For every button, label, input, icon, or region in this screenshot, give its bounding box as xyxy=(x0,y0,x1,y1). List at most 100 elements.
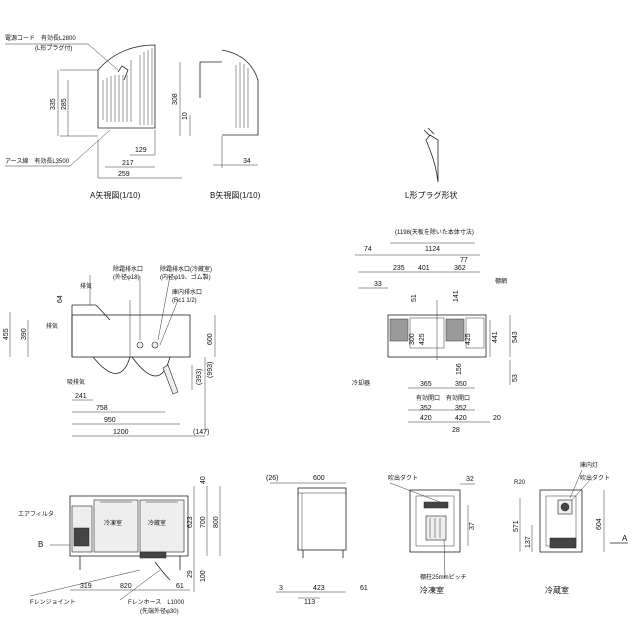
drain-hose xyxy=(162,364,179,395)
drain3-label: 庫内排水口 xyxy=(172,288,202,296)
top-body xyxy=(71,314,191,358)
plan-view: (1198(天板を除いた本体寸法) 棚網 冷却器 有効開口 有効開口 74 11… xyxy=(352,228,519,434)
dim-147: (147) xyxy=(193,429,209,436)
fridge-compartment xyxy=(465,317,485,349)
hose xyxy=(154,561,171,581)
dim-100: 100 xyxy=(200,570,207,582)
dim-34: 34 xyxy=(243,158,251,165)
dim-543: 543 xyxy=(512,331,519,343)
dim-423: 423 xyxy=(313,585,325,592)
dim-362: 362 xyxy=(454,265,466,272)
freezer-section: 吹出ダクト 32 37 棚柱25mmピッチ 冷凍室 xyxy=(388,474,476,595)
dim-113: 113 xyxy=(304,599,315,606)
b-arrow-label: B xyxy=(38,540,43,549)
drain-port-1 xyxy=(136,341,144,349)
freezer-rack xyxy=(425,515,447,541)
dim-r20: R20 xyxy=(514,480,526,486)
view-a: 電源コード 有効長L2800 (L形プラグ付) アース線 有効長L3500 33… xyxy=(5,34,191,200)
hose-note: (先端外径φ30) xyxy=(140,607,179,615)
drain1-sub: (外径φ18) xyxy=(113,273,140,281)
dim-604: 604 xyxy=(596,518,603,530)
dim-1124: 1124 xyxy=(425,246,440,253)
cooler-unit xyxy=(389,318,409,342)
dim-61: 61 xyxy=(176,583,184,590)
dim-64: 64 xyxy=(57,295,64,303)
dim-600: 600 xyxy=(207,333,214,345)
drain-fitting xyxy=(139,551,167,559)
dim-420a: 420 xyxy=(420,415,432,422)
dim-425b: 425 xyxy=(465,333,472,345)
dim-285: 285 xyxy=(61,98,68,110)
dim-32: 32 xyxy=(466,476,474,483)
lamp-label: 庫内灯 xyxy=(580,461,598,469)
louver-grille xyxy=(102,48,153,125)
view-a-caption: A矢視図(1/10) xyxy=(90,190,141,200)
dim-950: 950 xyxy=(104,417,116,424)
shelf-label: 棚網 xyxy=(495,277,507,285)
dim-28: 28 xyxy=(452,427,460,434)
drain2-sub: (内径φ19、ゴム製) xyxy=(160,273,211,281)
air-filter-label: エアフィルタ xyxy=(18,510,54,518)
unit-rear-outline xyxy=(221,49,259,136)
evaporator xyxy=(445,318,465,342)
fridge-duct-label: 吹出ダクト xyxy=(580,474,610,482)
dim-623: 623 xyxy=(187,516,194,528)
dim-401: 401 xyxy=(418,265,430,272)
plan-header: (1198(天板を除いた本体寸法) xyxy=(395,228,474,236)
plug-detail: L形プラグ形状 xyxy=(405,127,457,200)
dim-29: 29 xyxy=(187,570,194,578)
dim-74: 74 xyxy=(364,246,372,253)
dim-10: 10 xyxy=(182,112,189,120)
dim-300: 300 xyxy=(409,333,416,345)
dim-1200: 1200 xyxy=(113,429,129,436)
fan-hub xyxy=(560,502,570,512)
intake-label: 吸排気 xyxy=(67,378,85,386)
dim-455: 455 xyxy=(3,328,10,340)
side-body xyxy=(297,487,347,551)
dim-420b: 420 xyxy=(455,415,467,422)
freezer-caption: 冷凍室 xyxy=(420,585,444,595)
shelf-pitch-label: 棚柱25mmピッチ xyxy=(420,573,467,581)
front-view: エアフィルタ 冷凍室 冷蔵室 B Fレンジョイント Fレンホース L1000 (… xyxy=(18,476,221,615)
dim-352a: 352 xyxy=(420,405,432,412)
exhaust-top-label: 排気 xyxy=(80,282,92,290)
plug-caption: L形プラグ形状 xyxy=(405,190,457,200)
freezer-door xyxy=(93,499,139,553)
unit-side-outline xyxy=(97,44,156,129)
dim-53: 53 xyxy=(512,374,519,382)
dim-390: 390 xyxy=(21,328,28,340)
freezer-outline xyxy=(409,489,461,553)
eff-open-1: 有効開口 xyxy=(416,394,440,402)
dim-141: 141 xyxy=(453,290,460,302)
dim-156: 156 xyxy=(456,363,463,375)
dim-137: 137 xyxy=(525,536,532,548)
dim-3: 3 xyxy=(279,585,283,592)
door-swing-1 xyxy=(92,356,131,374)
dim-61b: 61 xyxy=(360,585,368,592)
dim-365: 365 xyxy=(420,381,432,388)
dim-40: 40 xyxy=(200,476,207,484)
dim-235: 235 xyxy=(393,265,405,272)
drain2-label: 除霜排水口(冷蔵室) xyxy=(160,265,212,273)
dim-335: 335 xyxy=(50,98,57,110)
dim-993: (993) xyxy=(207,362,214,378)
side-view: (26) 600 3 423 61 113 xyxy=(266,475,368,606)
eff-open-2: 有効開口 xyxy=(446,394,470,402)
dim-77: 77 xyxy=(460,257,468,264)
cord-outlet xyxy=(117,65,129,81)
exhaust-side-label: 排気 xyxy=(46,322,58,330)
view-b-caption: B矢視図(1/10) xyxy=(210,190,261,200)
pipe xyxy=(199,61,222,98)
drain3-sub: (Rc1 1/2) xyxy=(172,298,197,304)
dim-425a: 425 xyxy=(419,333,426,345)
freezer-duct-label: 吹出ダクト xyxy=(388,474,418,482)
fridge-base-unit xyxy=(549,537,577,549)
dim-37: 37 xyxy=(469,522,476,530)
dim-217: 217 xyxy=(122,160,134,167)
dim-308: 308 xyxy=(172,93,179,105)
fridge-caption: 冷蔵室 xyxy=(545,585,569,595)
fridge-outline xyxy=(539,489,583,553)
fridge-section: 庫内灯 吹出ダクト R20 571 137 604 A 冷蔵室 xyxy=(513,461,628,595)
dim-441: 441 xyxy=(492,331,499,343)
